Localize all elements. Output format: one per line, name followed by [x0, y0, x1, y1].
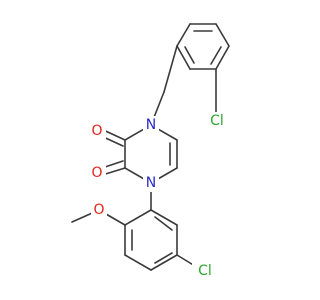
- bond: [150, 209, 178, 226]
- atom-cl-aryl: Cl: [198, 263, 212, 279]
- double-bond-inner: [154, 252, 173, 264]
- bond: [215, 45, 230, 70]
- bond: [150, 254, 178, 271]
- atom-o-lower: O: [91, 165, 102, 181]
- atom-n-bottom: N: [146, 175, 156, 191]
- chlorobenzyl-ring: [176, 23, 230, 70]
- atom-o-methoxy: O: [93, 202, 104, 218]
- bond: [215, 23, 230, 47]
- double-bond-inner: [210, 46, 222, 65]
- bond: [176, 45, 191, 70]
- double-bond-inner: [184, 46, 195, 64]
- bond: [124, 209, 152, 226]
- double-bond-inner: [154, 216, 173, 231]
- bond: [163, 45, 178, 93]
- atom-n-top: N: [146, 117, 156, 133]
- structure-svg: N N O O O Cl Cl: [71, 23, 230, 280]
- bond: [176, 23, 191, 47]
- methoxyphenyl-ring: [124, 209, 178, 271]
- atom-o-upper: O: [91, 123, 102, 139]
- bond: [124, 254, 152, 271]
- atom-cl-benzyl: Cl: [210, 113, 224, 129]
- molecule-diagram: N N O O O Cl Cl: [71, 23, 230, 280]
